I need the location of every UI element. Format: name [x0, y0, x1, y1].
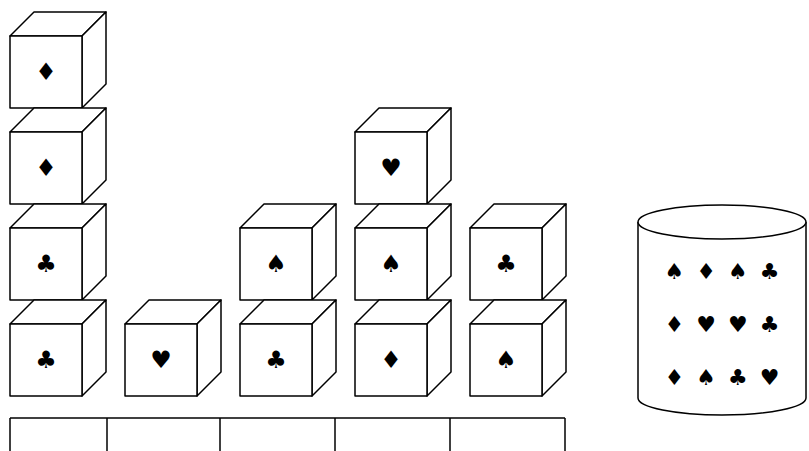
cube: ♠ — [470, 300, 566, 396]
suit-symbol: ♠ — [495, 348, 517, 372]
suit-row: ♦♥♥♣ — [653, 314, 792, 336]
cube: ♣ — [10, 204, 106, 300]
cube-face — [240, 324, 312, 396]
cube-face — [240, 228, 312, 300]
cube: ♠ — [355, 204, 451, 300]
cube: ♠ — [240, 204, 336, 300]
cube-face — [427, 204, 451, 300]
cube: ♣ — [240, 300, 336, 396]
suit-symbol: ♦ — [35, 60, 57, 84]
cube: ♦ — [10, 108, 106, 204]
cube-face — [355, 132, 427, 204]
cube-outline — [355, 300, 451, 396]
cube-face — [427, 108, 451, 204]
cube-outline — [125, 300, 221, 396]
suit-symbol: ♣ — [495, 252, 517, 276]
cube-face — [197, 300, 221, 396]
cube-face — [312, 300, 336, 396]
cube-front: ♣ — [470, 228, 542, 300]
cube-face — [542, 300, 566, 396]
cube-front: ♣ — [240, 324, 312, 396]
cube-front: ♠ — [355, 228, 427, 300]
cube-outline — [240, 300, 336, 396]
cube-face — [10, 36, 82, 108]
cube-outline — [10, 300, 106, 396]
cube-face — [312, 204, 336, 300]
cube-front: ♥ — [125, 324, 197, 396]
cube-face — [125, 324, 197, 396]
cube: ♦ — [10, 12, 106, 108]
cube-front: ♠ — [470, 324, 542, 396]
cube-front: ♣ — [10, 228, 82, 300]
base-row — [10, 418, 565, 451]
suit-symbol: ♣ — [35, 252, 57, 276]
cube: ♣ — [470, 204, 566, 300]
cube-face — [82, 300, 106, 396]
cube-outline — [470, 204, 566, 300]
cube-outline — [10, 204, 106, 300]
cube-face — [10, 324, 82, 396]
cube-front: ♦ — [10, 132, 82, 204]
suit-symbol: ♥ — [150, 348, 172, 372]
cube-face — [82, 108, 106, 204]
cube: ♥ — [125, 300, 221, 396]
cube-face — [82, 12, 106, 108]
suit-symbol: ♠ — [380, 252, 402, 276]
cube-face — [82, 204, 106, 300]
suit-symbol: ♣ — [35, 348, 57, 372]
cube-front: ♦ — [355, 324, 427, 396]
cube-outline — [10, 108, 106, 204]
cube-face — [427, 300, 451, 396]
can — [638, 205, 806, 415]
can-contents: ♠♦♠♣ ♦♥♥♣ ♦♠♣♥ — [640, 245, 804, 405]
cube-outline — [470, 300, 566, 396]
cube-face — [355, 228, 427, 300]
suit-symbol: ♦ — [35, 156, 57, 180]
suit-row: ♠♦♠♣ — [653, 261, 792, 283]
cube-front: ♥ — [355, 132, 427, 204]
cube: ♣ — [10, 300, 106, 396]
cube-face — [355, 324, 427, 396]
suit-symbol: ♣ — [265, 348, 287, 372]
cube-front: ♦ — [10, 36, 82, 108]
suit-symbol: ♦ — [380, 348, 402, 372]
suit-symbol: ♠ — [265, 252, 287, 276]
cube-face — [10, 132, 82, 204]
cube-outline — [240, 204, 336, 300]
cube-front: ♠ — [240, 228, 312, 300]
suit-row: ♦♠♣♥ — [653, 367, 792, 389]
cube-face — [470, 228, 542, 300]
cube-face — [470, 324, 542, 396]
cube: ♦ — [355, 300, 451, 396]
cube-face — [542, 204, 566, 300]
cube-outline — [10, 12, 106, 108]
cube-outline — [355, 108, 451, 204]
cube-outline — [355, 204, 451, 300]
cube-face — [10, 228, 82, 300]
cube: ♥ — [355, 108, 451, 204]
suit-symbol: ♥ — [380, 156, 402, 180]
cube-front: ♣ — [10, 324, 82, 396]
